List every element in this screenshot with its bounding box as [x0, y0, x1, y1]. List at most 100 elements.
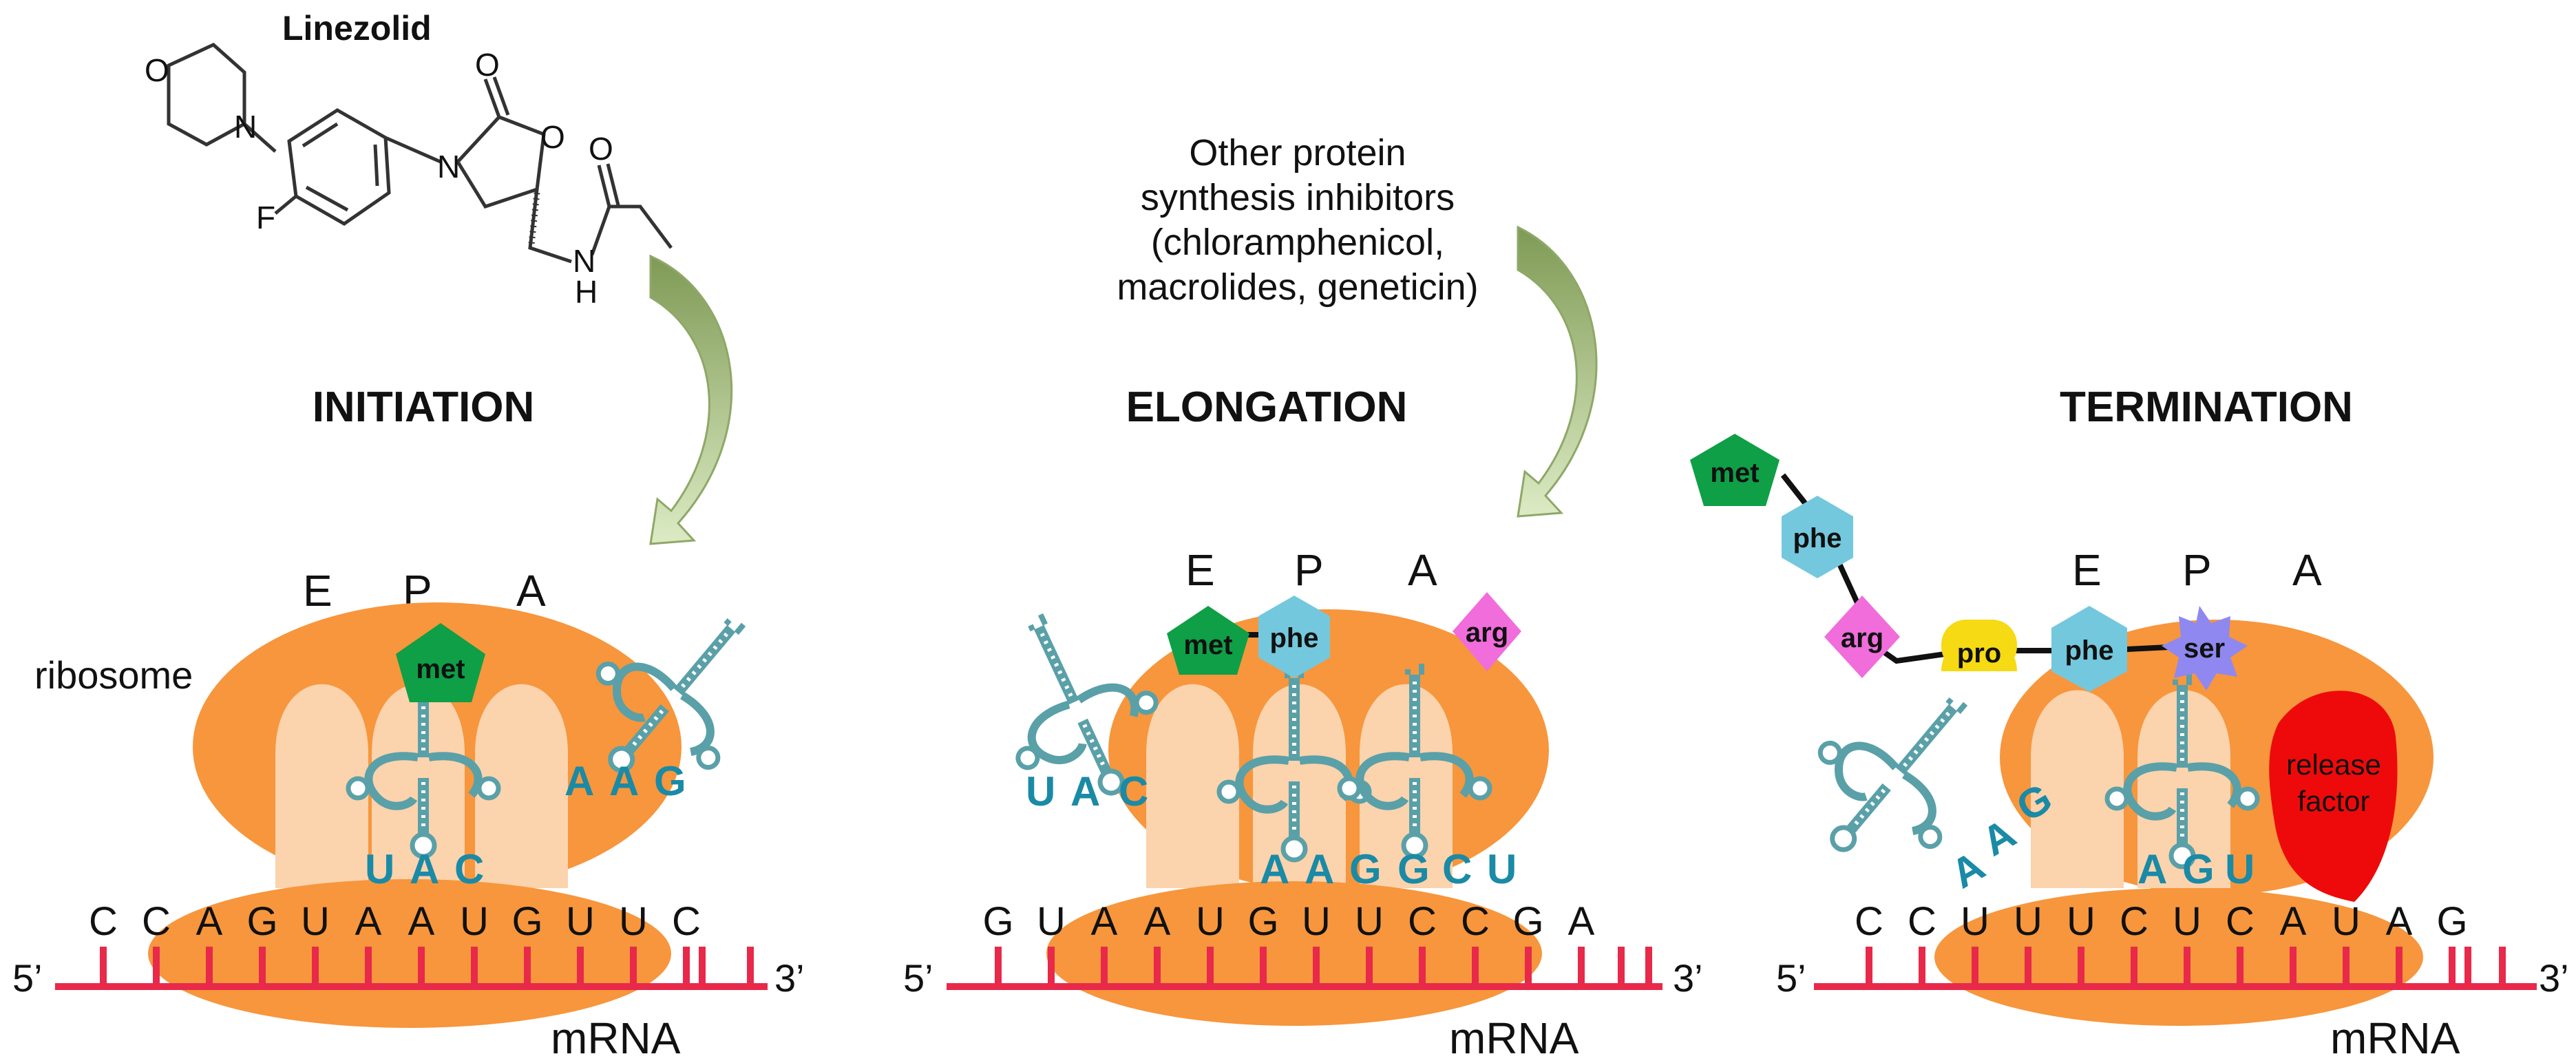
mrna-tick — [365, 947, 372, 987]
atom-o: O — [540, 119, 565, 155]
atom-n: N — [573, 243, 595, 279]
mrna-nucleotide: U — [1196, 899, 1225, 944]
amino-ser — [2162, 606, 2248, 691]
amino-phe — [1782, 496, 1853, 578]
anticodon-letter: C — [1119, 768, 1148, 814]
mrna-tick — [1366, 947, 1373, 987]
amino-pro-body — [1941, 620, 2017, 671]
anticodon-letter: U — [2225, 846, 2255, 892]
ribosome-label: ribosome — [34, 653, 193, 697]
amino-label: met — [416, 654, 465, 684]
a-site-pocket — [1360, 684, 1453, 888]
anticodon-letter: A — [410, 846, 439, 892]
mrna-nucleotide: C — [142, 899, 171, 944]
mrna-nucleotide: U — [2067, 899, 2095, 944]
anticodon-letter: A — [564, 758, 594, 804]
site-p: P — [2182, 545, 2212, 595]
anticodon-letter: C — [1442, 846, 1472, 892]
arrow-other-inhibitors — [1517, 225, 1598, 518]
mrna-nucleotide: C — [1408, 899, 1437, 944]
mrna-nucleotide: U — [2332, 899, 2361, 944]
mrna-nucleotide: U — [301, 899, 330, 944]
e-site-pocket — [2031, 690, 2124, 888]
mrna-nucleotide: G — [246, 899, 277, 944]
mrna-nucleotide: U — [619, 899, 648, 944]
mrna-nucleotide: G — [1247, 899, 1278, 944]
amino-label: met — [1710, 458, 1759, 488]
mrna-tick — [2237, 947, 2244, 987]
inhibitors-line-4: macrolides, geneticin) — [1117, 266, 1478, 308]
mrna-tick — [418, 947, 425, 987]
mrna-tick — [2499, 947, 2506, 987]
mrna-tick — [524, 947, 531, 987]
mrna-3-prime: 3’ — [2539, 956, 2569, 1000]
amino-label: ser — [2184, 633, 2225, 664]
mrna-nucleotide: U — [1302, 899, 1331, 944]
mrna-nucleotide: A — [1091, 899, 1118, 944]
mrna-tick — [1207, 947, 1214, 987]
atom-o: O — [475, 47, 500, 83]
mrna-tick — [2184, 947, 2190, 987]
panel-title-termination: TERMINATION — [2060, 383, 2353, 431]
mrna-5-prime: 5’ — [12, 956, 43, 1000]
amino-label: arg — [1466, 618, 1508, 648]
site-a: A — [2292, 545, 2322, 595]
anticodon-letter: U — [365, 846, 394, 892]
mrna-tick — [577, 947, 584, 987]
anticodon-letter: G — [1397, 846, 1430, 892]
mrna-tick — [1419, 947, 1426, 987]
e-site-pocket — [275, 684, 368, 888]
mrna-label: mRNA — [1449, 1013, 1579, 1060]
inhibitors-line-2: synthesis inhibitors — [1141, 177, 1455, 218]
panel-title-elongation: ELONGATION — [1126, 383, 1408, 431]
mrna-nucleotide: G — [2436, 899, 2467, 944]
mrna-tick — [1645, 947, 1652, 987]
inhibitors-line-3: (chloramphenicol, — [1151, 222, 1444, 263]
mrna-nucleotide: G — [1512, 899, 1543, 944]
mrna-tick — [1472, 947, 1479, 987]
mrna-nucleotide: C — [89, 899, 118, 944]
anticodon-letter: A — [1305, 846, 1334, 892]
site-p: P — [1294, 545, 1324, 595]
mrna-nucleotide: A — [196, 899, 223, 944]
mrna-nucleotide: A — [2280, 899, 2307, 944]
atom-o: O — [145, 52, 169, 88]
mrna-tick — [153, 947, 160, 987]
mrna-nucleotide: U — [1355, 899, 1384, 944]
mrna-tick — [1618, 947, 1625, 987]
atom-o: O — [589, 131, 613, 167]
amino-met — [1690, 434, 1780, 506]
polypeptide-chain: met phe arg pro phe ser — [1690, 434, 2248, 692]
atom-h: H — [575, 274, 598, 310]
amino-arg — [1453, 592, 1521, 671]
mrna-tick — [1154, 947, 1161, 987]
ribosome-small-subunit — [148, 879, 671, 1028]
mrna-nucleotide: U — [2173, 899, 2202, 944]
mrna-tick — [1578, 947, 1585, 987]
mrna-label: mRNA — [551, 1013, 681, 1060]
mrna-nucleotide: A — [2386, 899, 2413, 944]
mrna-tick — [2078, 947, 2084, 987]
anticodon-letter: G — [1349, 846, 1382, 892]
ribosome-small-subunit — [1934, 888, 2423, 1026]
mrna-5-prime: 5’ — [1776, 956, 1806, 1000]
mrna-nucleotide: C — [1908, 899, 1936, 944]
mrna-tick — [747, 947, 754, 987]
amino-phe — [2051, 606, 2127, 692]
amino-met — [396, 623, 485, 702]
mrna-tick — [2025, 947, 2031, 987]
amino-label: arg — [1841, 623, 1883, 653]
mrna-5-prime: 5’ — [903, 956, 933, 1000]
anticodon-letter: G — [654, 758, 686, 804]
mrna-tick — [206, 947, 213, 987]
atom-n: N — [437, 149, 460, 185]
anticodon-letter: U — [1026, 768, 1055, 814]
site-e: E — [303, 566, 332, 615]
mrna-tick — [2290, 947, 2297, 987]
mrna-nucleotide: U — [1037, 899, 1066, 944]
site-e: E — [2072, 545, 2102, 595]
amino-label: met — [1183, 630, 1232, 660]
